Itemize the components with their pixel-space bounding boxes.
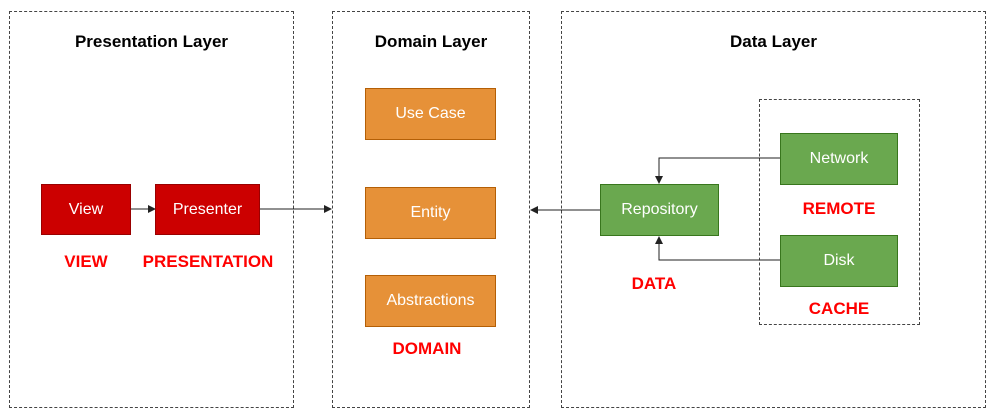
view-box: View <box>41 184 131 235</box>
remote-tag: REMOTE <box>802 199 876 218</box>
domain-tag: DOMAIN <box>392 339 462 358</box>
disk-to-repository-arrow <box>655 236 780 261</box>
data-sources-group <box>759 99 920 325</box>
cache-tag: CACHE <box>808 299 870 318</box>
disk-box: Disk <box>780 235 898 287</box>
data-tag: DATA <box>631 274 677 293</box>
use-case-box: Use Case <box>365 88 496 140</box>
network-box: Network <box>780 133 898 185</box>
view-tag: VIEW <box>64 252 108 271</box>
presenter-box: Presenter <box>155 184 260 235</box>
data-layer-title: Data Layer <box>730 32 817 51</box>
domain-layer-title: Domain Layer <box>374 32 488 51</box>
entity-box: Entity <box>365 187 496 239</box>
repository-box: Repository <box>600 184 719 236</box>
presentation-layer-title: Presentation Layer <box>74 32 229 51</box>
domain-layer: Domain Layer <box>332 11 530 408</box>
abstractions-box: Abstractions <box>365 275 496 327</box>
presentation-tag: PRESENTATION <box>142 252 274 271</box>
network-to-repository-arrow <box>655 157 780 184</box>
